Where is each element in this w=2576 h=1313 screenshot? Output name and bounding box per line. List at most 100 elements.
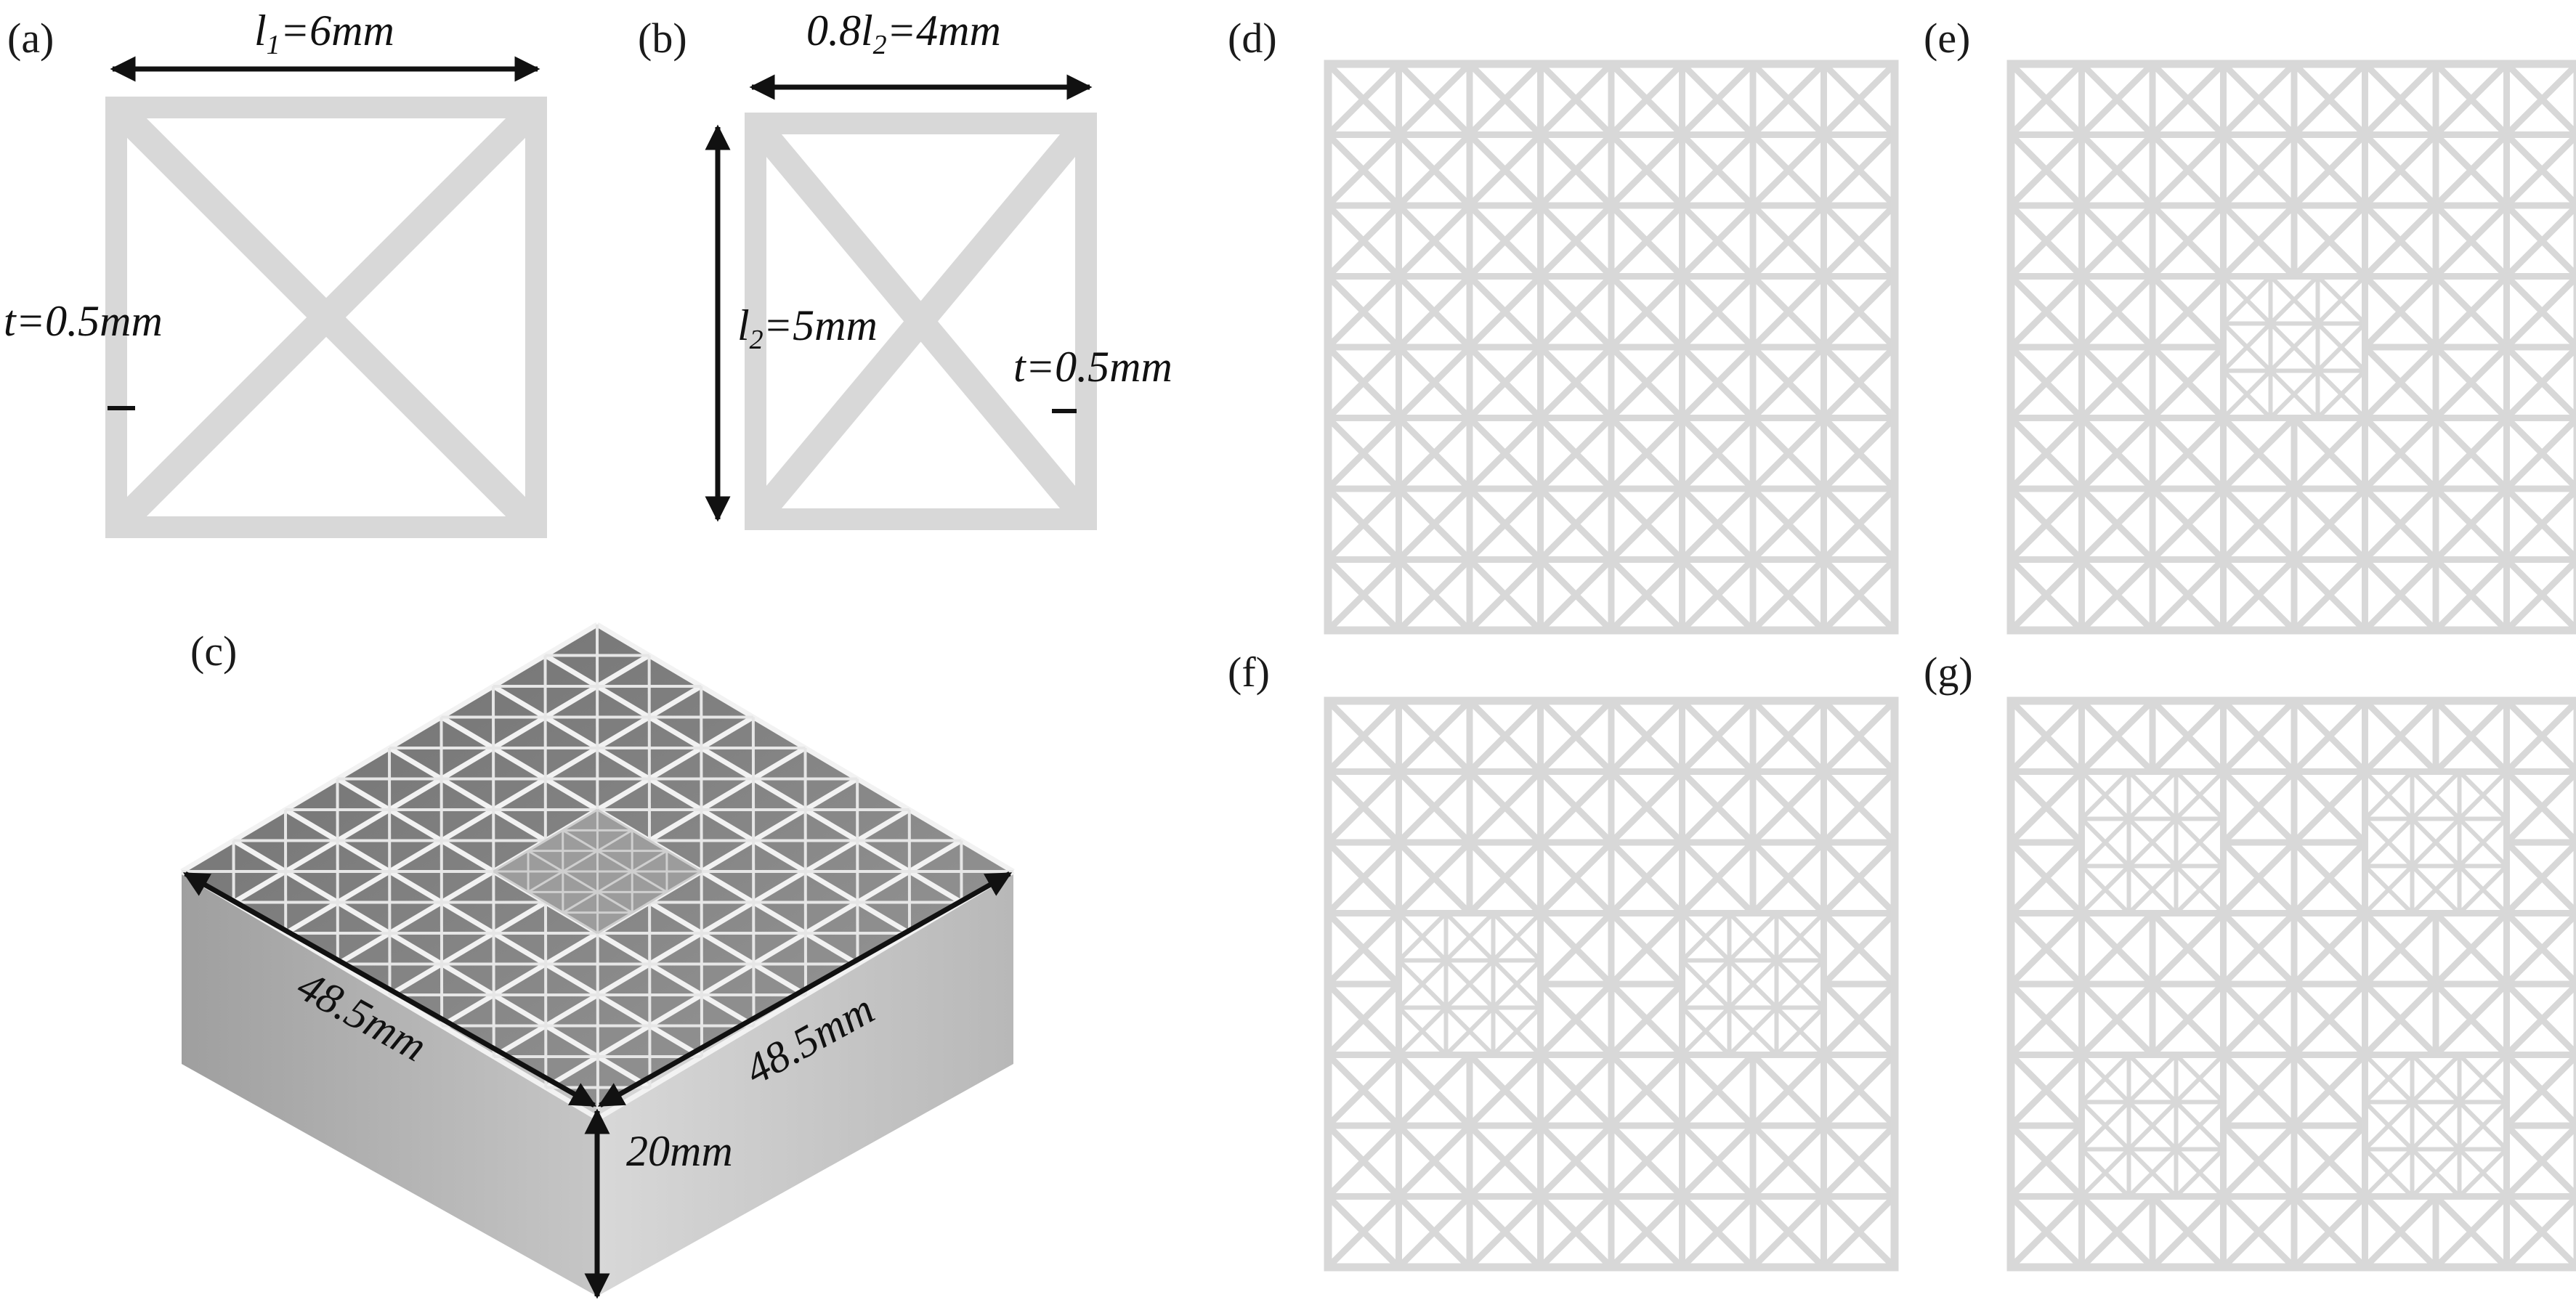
lattice-unit <box>2503 1052 2576 1129</box>
lattice-cell <box>1608 202 1685 280</box>
lattice-unit <box>2503 697 2576 775</box>
lattice-cell <box>2291 131 2368 209</box>
lattice-cell <box>2362 769 2415 821</box>
lattice-cell <box>2291 60 2368 138</box>
lattice-cell <box>2362 60 2439 138</box>
lattice-cell <box>1820 344 1898 421</box>
lattice-unit <box>2362 485 2439 563</box>
lattice-cell <box>2268 321 2320 373</box>
lattice-cell <box>2268 368 2320 420</box>
lattice-cell <box>1608 697 1685 775</box>
grid-frame <box>2006 696 2576 1272</box>
lattice-unit <box>1537 1122 1615 1200</box>
lattice-cell <box>1749 273 1827 351</box>
lattice-cell <box>2220 131 2298 209</box>
lattice-cell <box>2007 344 2085 421</box>
lattice-cell <box>2078 415 2156 492</box>
lattice-unit <box>2078 697 2156 775</box>
lattice-cell <box>2174 816 2226 869</box>
lattice-cell <box>2174 1052 2226 1105</box>
refined-region <box>2221 274 2368 420</box>
lattice-cell <box>2007 839 2085 916</box>
lattice-unit <box>2220 415 2298 492</box>
lattice-cell <box>1749 485 1827 563</box>
lattice-cell <box>2457 1147 2509 1199</box>
lattice-cell <box>2007 202 2085 280</box>
lattice-unit <box>2220 556 2298 634</box>
lattice-unit <box>2078 556 2156 634</box>
lattice-unit <box>2220 1122 2298 1200</box>
lattice-cell <box>1324 60 1402 138</box>
lattice-cell <box>2503 1122 2576 1200</box>
lattice-cell <box>1679 1193 1757 1271</box>
lattice-cell <box>2149 60 2227 138</box>
lattice-unit <box>1749 1193 1827 1271</box>
lattice-unit <box>2149 344 2227 421</box>
lattice-unit <box>2149 697 2227 775</box>
lattice-cell <box>1537 1052 1615 1129</box>
panel-c: (c) 48.5mm 48.5mm 20mm <box>180 622 1015 1299</box>
lattice-unit <box>1608 768 1685 846</box>
lattice-cell <box>2007 910 2085 988</box>
refined-region <box>2079 769 2226 916</box>
lattice-unit <box>1749 60 1827 138</box>
lattice-unit <box>2149 273 2227 351</box>
lattice-unit <box>2503 910 2576 988</box>
lattice-cell <box>2503 768 2576 846</box>
lattice-cell <box>1608 768 1685 846</box>
lattice-unit <box>2362 415 2439 492</box>
lattice-cell <box>1749 415 1827 492</box>
lattice-cell <box>2410 1052 2462 1105</box>
lattice-cell <box>2432 60 2510 138</box>
lattice-unit <box>1820 415 1898 492</box>
lattice-unit <box>2503 1193 2576 1271</box>
lattice-cell <box>1774 1005 1826 1057</box>
lattice-unit <box>2007 131 2085 209</box>
lattice-unit <box>1324 485 1402 563</box>
lattice-unit <box>1396 485 1473 563</box>
lattice-unit <box>1608 131 1685 209</box>
lattice-unit <box>1396 768 1473 846</box>
lattice-unit <box>1537 415 1615 492</box>
lattice-unit <box>2220 1052 2298 1129</box>
lattice-cell <box>1608 980 1685 1058</box>
lattice-cell <box>2362 415 2439 492</box>
lattice-unit <box>1820 697 1898 775</box>
lattice-unit <box>2291 415 2368 492</box>
lattice-unit <box>2362 273 2439 351</box>
lattice-cell <box>1749 60 1827 138</box>
lattice-cell <box>1396 1052 1473 1129</box>
lattice-unit <box>1679 1193 1757 1271</box>
lattice-unit <box>2432 344 2510 421</box>
lattice-unit <box>2078 273 2156 351</box>
lattice-cell <box>2503 60 2576 138</box>
lattice-cell <box>1608 1052 1685 1129</box>
lattice-cell <box>2149 415 2227 492</box>
lattice-unit <box>2149 556 2227 634</box>
lattice-cell <box>2503 415 2576 492</box>
lattice-unit <box>2432 980 2510 1058</box>
lattice-cell <box>2503 839 2576 916</box>
lattice-cell <box>2291 1052 2368 1129</box>
lattice-unit <box>1820 768 1898 846</box>
lattice-unit <box>1466 1193 1544 1271</box>
lattice-cell <box>2149 344 2227 421</box>
lattice-unit <box>1679 1122 1757 1200</box>
lattice-cell <box>1820 980 1898 1058</box>
lattice-cell <box>1774 911 1826 963</box>
lattice-cell <box>1608 1122 1685 1200</box>
lattice-cell <box>1820 415 1898 492</box>
lattice-unit <box>1820 60 1898 138</box>
lattice-cell <box>1324 910 1402 988</box>
lattice-unit <box>2362 131 2439 209</box>
lattice-cell <box>1679 273 1757 351</box>
lattice-cell <box>1443 958 1496 1010</box>
lattice-unit <box>1466 839 1544 916</box>
lattice-cell <box>1466 415 1544 492</box>
lattice-unit <box>2078 910 2156 988</box>
panel-e: (e) <box>1924 15 2576 635</box>
lattice-cell <box>2078 60 2156 138</box>
lattice-unit <box>1608 60 1685 138</box>
lattice-cell <box>2362 697 2439 775</box>
lattice-cell <box>2291 839 2368 916</box>
